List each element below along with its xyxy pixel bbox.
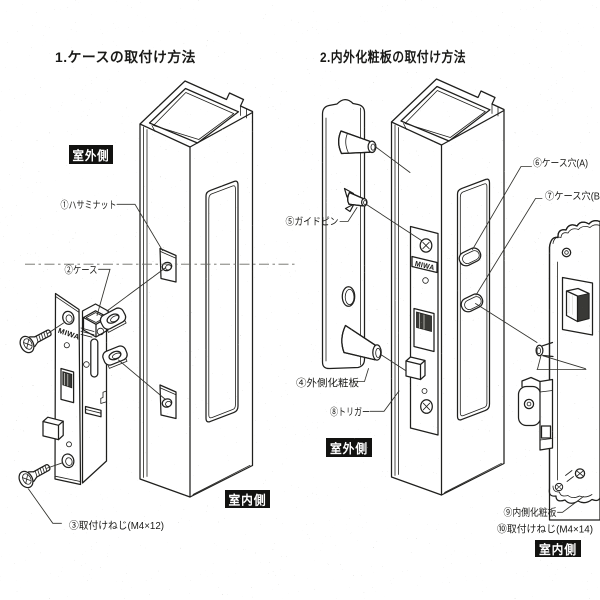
paper-grain xyxy=(0,0,600,600)
instruction-sheet: MIWA 1.ケースの取 xyxy=(0,0,600,600)
diagram-canvas: MIWA 1.ケースの取 xyxy=(0,0,600,600)
